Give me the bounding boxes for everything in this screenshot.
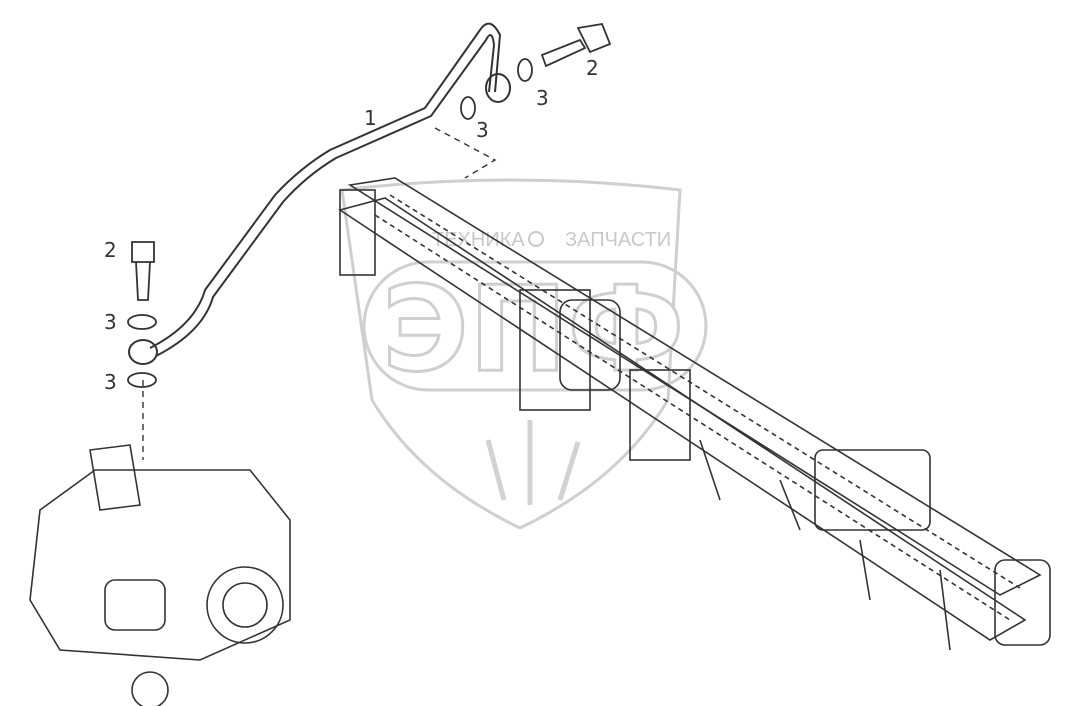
callout-2-upper: 2	[586, 56, 599, 80]
frame-box-center	[814, 449, 931, 531]
watermark-letters: ЭПФ	[382, 260, 684, 398]
watermark-text-right: ЗАПЧАСТИ	[565, 229, 671, 251]
gearbox-gear	[206, 566, 284, 644]
frame-beam-top	[347, 177, 1042, 596]
callout-1: 1	[364, 106, 377, 130]
wheat-icon	[485, 420, 581, 505]
gearbox-housing	[29, 469, 291, 661]
callout-3-lower-1: 3	[104, 310, 117, 334]
frame-end-flange	[994, 559, 1051, 646]
callout-3-upper-right: 3	[536, 86, 549, 110]
gear-icon	[528, 231, 544, 247]
bolt-upper	[540, 22, 612, 68]
watermark-shield	[340, 178, 682, 530]
gearbox-port	[131, 671, 169, 706]
washer-lower-2	[127, 372, 157, 388]
gearbox-assembly	[29, 444, 291, 706]
washer-upper-2	[517, 58, 533, 82]
pipe-1	[149, 22, 502, 349]
frame-flange-middle	[559, 299, 621, 391]
frame-assembly	[338, 177, 1051, 651]
callout-3-lower-2: 3	[104, 370, 117, 394]
washer-lower-1	[127, 314, 157, 330]
pipe-banjo-lower	[128, 339, 158, 365]
washer-upper-1	[460, 96, 476, 120]
frame-bracket-left	[339, 189, 376, 276]
bolt-lower	[131, 241, 155, 301]
watermark: ТЕХНИКА ЗАПЧАСТИ ЭПФ	[340, 178, 708, 530]
watermark-badge	[362, 260, 708, 392]
callout-2-lower: 2	[104, 238, 117, 262]
callout-3-upper-left: 3	[476, 118, 489, 142]
pipe-banjo-upper	[485, 73, 511, 103]
pipe-assembly	[128, 22, 511, 460]
fittings	[127, 22, 612, 388]
watermark-text-left: ТЕХНИКА	[432, 229, 525, 251]
